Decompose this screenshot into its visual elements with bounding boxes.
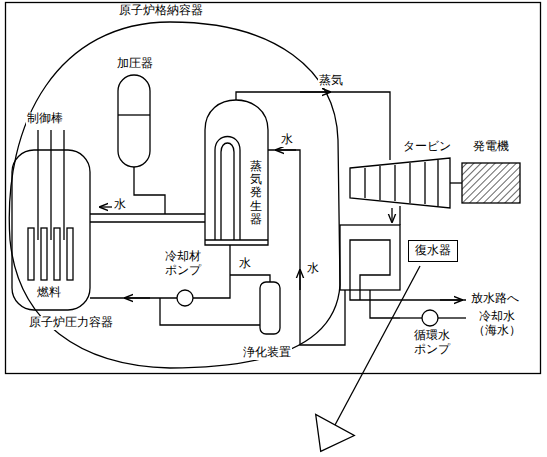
purification-unit	[260, 282, 280, 334]
part-label: 放水路へ	[470, 292, 520, 306]
frame	[6, 3, 541, 374]
fuel-rod	[28, 228, 34, 280]
pointer-line	[335, 266, 420, 425]
vertical-label: 蒸気発生器	[250, 160, 262, 226]
pressurizer	[118, 75, 150, 167]
fuel-rod	[41, 228, 47, 280]
part-label: 燃料	[36, 286, 62, 300]
cooling-water-out	[400, 299, 466, 300]
part-label: 循環水 ポンプ	[410, 329, 454, 357]
fuel-rod	[67, 228, 73, 280]
part-label: 蒸気	[318, 74, 344, 88]
part-label: 冷却材 ポンプ	[160, 250, 206, 278]
fuel-rod	[54, 228, 60, 280]
steam-generator	[205, 100, 268, 245]
control-rod	[37, 130, 38, 240]
surge-line	[134, 167, 165, 214]
generator	[462, 163, 520, 203]
control-rod	[63, 130, 64, 240]
box-text: 復水器	[415, 243, 451, 257]
shaft	[450, 182, 462, 183]
turbine	[350, 158, 450, 208]
condenser	[340, 225, 400, 290]
steam-line	[236, 92, 390, 160]
part-label: 発電機	[472, 140, 510, 154]
coolant-pump	[177, 290, 193, 306]
label-box: 復水器	[408, 240, 458, 262]
part-label: タービン	[402, 140, 452, 154]
part-label: 原子炉圧力容器	[28, 316, 114, 330]
part-label: 水	[238, 257, 252, 271]
containment-vessel	[9, 22, 340, 368]
part-label: 冷却水 （海水）	[470, 310, 524, 338]
part-label: 原子炉格納容器	[118, 4, 204, 18]
cold-leg	[90, 297, 177, 298]
feedwater-line	[268, 150, 345, 345]
control-rod	[50, 130, 51, 240]
part-label: 水	[306, 262, 320, 276]
circulating-pump	[422, 310, 438, 326]
part-label: 加圧器	[116, 57, 154, 71]
u-tube	[215, 137, 240, 241]
cooling-water-in	[438, 317, 466, 318]
purification-line	[230, 275, 270, 282]
part-label: 水	[280, 133, 294, 147]
part-label: 水	[113, 198, 127, 212]
part-label: 制御棒	[26, 112, 64, 126]
hot-leg	[90, 213, 205, 214]
part-label: 浄化装置	[242, 346, 292, 360]
pointer-arrow	[316, 415, 355, 452]
